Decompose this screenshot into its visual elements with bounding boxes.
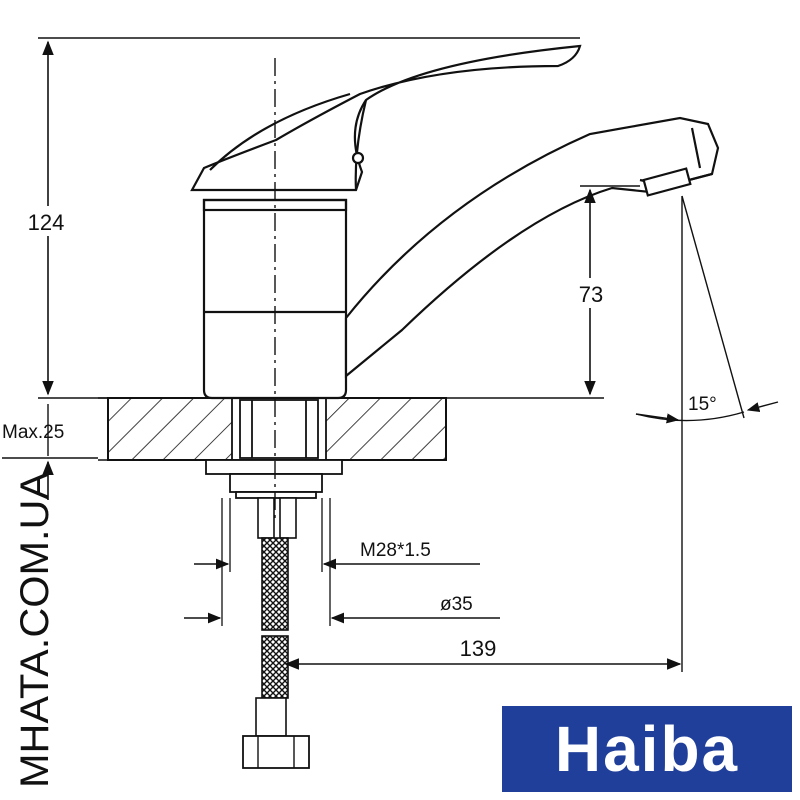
supply-hoses bbox=[242, 497, 310, 769]
dim-angle: 15° bbox=[635, 195, 779, 424]
dim-max25: Max.25 bbox=[2, 404, 98, 500]
mounting-nut bbox=[205, 459, 343, 499]
brand-logo-text: Haiba bbox=[554, 713, 740, 785]
dim-diameter: ø35 bbox=[184, 498, 500, 626]
dim-124: 124 bbox=[12, 37, 580, 399]
dim-139-label: 139 bbox=[460, 636, 497, 661]
dim-angle-label: 15° bbox=[688, 394, 717, 415]
watermark: MHATA.COM.UA bbox=[13, 472, 57, 788]
faucet-handle bbox=[190, 44, 582, 192]
brand-logo: Haiba bbox=[502, 706, 792, 792]
dim-73: 73 bbox=[446, 185, 640, 399]
watermark-text: MHATA.COM.UA bbox=[13, 472, 57, 788]
countertop-section bbox=[98, 397, 447, 461]
dim-thread: M28*1.5 bbox=[194, 498, 480, 572]
dim-thread-label: M28*1.5 bbox=[360, 540, 431, 561]
dim-diameter-label: ø35 bbox=[440, 594, 473, 615]
dim-73-label: 73 bbox=[579, 282, 603, 307]
dim-139: 139 bbox=[284, 196, 683, 672]
mounting-stud bbox=[239, 399, 319, 459]
dim-124-label: 124 bbox=[28, 210, 65, 235]
dim-max25-label: Max.25 bbox=[2, 422, 64, 443]
faucet-spout bbox=[344, 116, 720, 379]
